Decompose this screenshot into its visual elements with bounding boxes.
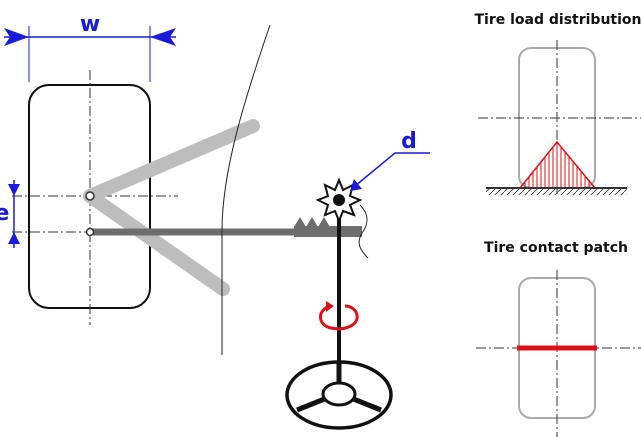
steering-rack xyxy=(294,217,362,237)
steering-wheel-icon xyxy=(285,360,393,430)
offset-label: e xyxy=(0,201,9,226)
ground-hatching xyxy=(486,189,627,195)
upper-control-arm xyxy=(83,119,260,203)
load-distribution-triangle xyxy=(518,140,597,189)
disturbance-label: d xyxy=(401,129,417,154)
rotation-arrow-icon xyxy=(319,301,359,331)
contact-patch-title: Tire contact patch xyxy=(484,240,628,256)
contact-patch-panel xyxy=(476,270,641,437)
rack-break-line xyxy=(358,204,369,259)
disturbance-callout: d xyxy=(350,129,430,191)
upper-pivot-point xyxy=(85,191,95,201)
offset-dimension: e xyxy=(0,180,20,248)
lower-pivot-point xyxy=(85,227,95,237)
width-dimension: w xyxy=(4,12,176,82)
chassis-outline xyxy=(221,24,271,355)
disturbance-burst-icon xyxy=(315,177,363,224)
load-distribution-panel xyxy=(478,40,641,196)
dimension-arrow-left-icon xyxy=(4,28,29,46)
width-label: w xyxy=(80,12,100,37)
lower-control-arm xyxy=(83,189,230,296)
load-distribution-title: Tire load distribution xyxy=(475,12,641,28)
dimension-arrow-right-icon xyxy=(150,28,176,46)
